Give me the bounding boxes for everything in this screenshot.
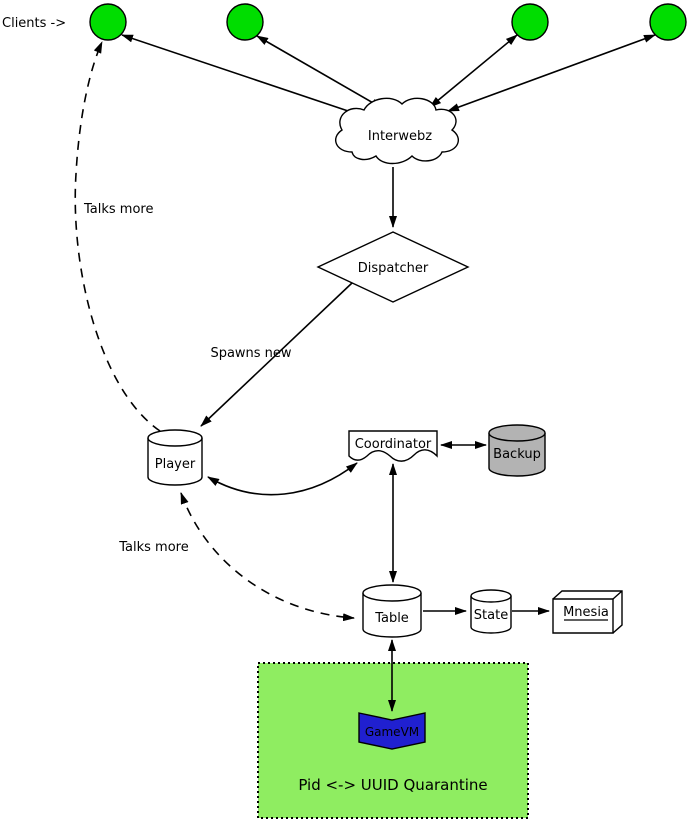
- backup-label: Backup: [493, 447, 541, 462]
- edge-client2-interwebz: [256, 35, 383, 109]
- dispatcher-label: Dispatcher: [358, 261, 429, 276]
- player-label: Player: [155, 457, 196, 472]
- talks-more-lower-label: Talks more: [118, 540, 188, 555]
- mnesia-label: Mnesia: [563, 605, 609, 620]
- edge-player-coordinator: [207, 462, 358, 496]
- table-cylinder-body: [362, 593, 422, 638]
- coordinator-tape: [348, 430, 438, 462]
- coordinator-label: Coordinator: [355, 437, 432, 452]
- table-cylinder-top: [362, 584, 422, 602]
- edge-player-client1-talks-more: [74, 41, 161, 432]
- quarantine-label: Pid <-> UUID Quarantine: [298, 776, 487, 794]
- dispatcher-diamond: [316, 231, 470, 303]
- state-cylinder-top: [470, 589, 512, 603]
- gamevm-label: GameVM: [365, 725, 419, 739]
- edge-client4-interwebz: [447, 34, 656, 112]
- edge-player-table-talks-more: [180, 492, 355, 622]
- backup-cylinder-body: [488, 433, 546, 477]
- interwebz-label: Interwebz: [368, 129, 432, 144]
- talks-more-upper-label: Talks more: [83, 202, 153, 217]
- backup-cylinder-top: [488, 424, 546, 442]
- state-cylinder-body: [470, 596, 512, 634]
- client-circle-1: [89, 3, 127, 41]
- gamevm-shape: [358, 712, 426, 750]
- state-label: State: [474, 608, 508, 623]
- client-circle-4: [649, 3, 687, 41]
- player-cylinder-body: [147, 438, 203, 486]
- edge-dispatcher-player: [200, 282, 353, 427]
- clients-label: Clients ->: [2, 16, 66, 31]
- spawns-new-label: Spawns new: [210, 346, 291, 361]
- interwebz-cloud: [334, 97, 460, 165]
- labels: Clients -> Interwebz Dispatcher Spawns n…: [2, 16, 609, 794]
- client-circle-3: [511, 3, 549, 41]
- table-label: Table: [374, 611, 409, 626]
- mnesia-box-3d: [552, 590, 623, 634]
- edges: [74, 34, 656, 712]
- player-cylinder-top: [147, 429, 203, 447]
- edge-client3-interwebz: [429, 34, 518, 108]
- client-circle-2: [226, 3, 264, 41]
- nodes: [89, 3, 687, 750]
